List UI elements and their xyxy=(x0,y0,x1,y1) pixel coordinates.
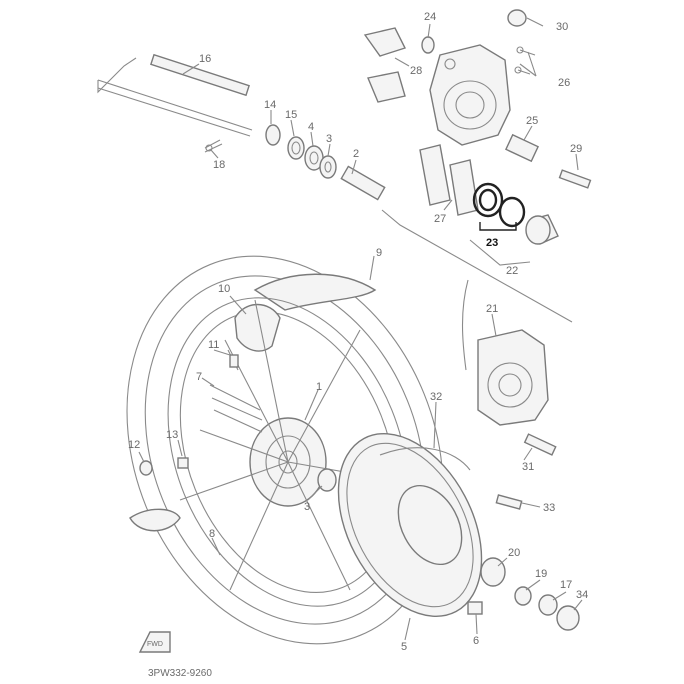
callout-14: 14 xyxy=(264,99,276,111)
curve-arrow xyxy=(461,279,469,371)
piston-seal-kit-23 xyxy=(472,182,526,231)
callout-21: 21 xyxy=(486,303,498,315)
callout-28: 28 xyxy=(410,65,422,77)
bolt-6 xyxy=(467,601,483,615)
fwd-label: FWD xyxy=(147,641,163,648)
bolt-29 xyxy=(558,169,592,189)
spokes xyxy=(179,299,391,591)
leader-22 xyxy=(469,239,531,266)
brake-disc-5 xyxy=(337,433,483,617)
oil-seal-15 xyxy=(287,136,305,160)
callout-12: 12 xyxy=(128,439,140,451)
diagram-caption: 3PW332-9260 xyxy=(148,668,212,679)
callout-33: 33 xyxy=(543,502,555,514)
spacer-2 xyxy=(340,165,386,201)
bolt-25 xyxy=(505,133,539,163)
callout-3-upper: 3 xyxy=(326,133,332,145)
callout-19: 19 xyxy=(535,568,547,580)
bearing-4 xyxy=(304,145,324,171)
callout-labels: 1 2 3 3 4 5 6 7 8 9 10 11 12 13 14 15 16… xyxy=(128,11,588,653)
gear-unit-20 xyxy=(480,557,506,587)
callout-16: 16 xyxy=(199,53,211,65)
callout-11: 11 xyxy=(208,339,219,351)
axle xyxy=(97,53,253,137)
pad-support-28 xyxy=(363,27,406,103)
collar-14 xyxy=(265,124,281,146)
bolt-31 xyxy=(523,433,557,456)
disc-cover-32 xyxy=(379,447,471,471)
callout-30: 30 xyxy=(556,21,568,33)
callout-29: 29 xyxy=(570,143,582,155)
rim-8 xyxy=(167,297,409,607)
callout-8: 8 xyxy=(209,528,215,540)
callout-24: 24 xyxy=(424,11,436,23)
leader-lines xyxy=(138,17,583,641)
callout-4: 4 xyxy=(308,121,314,133)
callout-27: 27 xyxy=(434,213,446,225)
cotter-pin-18 xyxy=(204,139,223,153)
bearing-3-lower xyxy=(317,468,337,492)
callout-2: 2 xyxy=(353,148,359,160)
pin-26 xyxy=(514,46,536,75)
piston-22 xyxy=(525,214,559,245)
callout-17: 17 xyxy=(560,579,572,591)
callout-31: 31 xyxy=(522,461,534,473)
spoke-set-7 xyxy=(209,384,263,433)
fwd-arrow-icon: FWD xyxy=(138,631,171,653)
collar-34 xyxy=(556,605,580,631)
tube-10 xyxy=(234,303,281,352)
callout-10: 10 xyxy=(218,283,230,295)
callout-1: 1 xyxy=(316,381,322,393)
callout-34: 34 xyxy=(576,589,588,601)
callout-13: 13 xyxy=(166,429,178,441)
collar-19 xyxy=(514,586,532,606)
caliper-assembly-21 xyxy=(477,329,549,426)
callout-22: 22 xyxy=(506,265,518,277)
callout-26: 26 xyxy=(558,77,570,89)
callout-3-lower: 3 xyxy=(304,501,310,513)
callout-32: 32 xyxy=(430,391,442,403)
callout-25: 25 xyxy=(526,115,538,127)
leader-bracket xyxy=(381,209,573,323)
washer-17 xyxy=(538,594,558,616)
callout-7: 7 xyxy=(196,371,202,383)
callout-20: 20 xyxy=(508,547,520,559)
callout-18: 18 xyxy=(213,159,225,171)
nipple-13 xyxy=(177,457,189,469)
callout-23: 23 xyxy=(486,237,498,249)
callout-9: 9 xyxy=(376,247,382,259)
bearing-3-upper xyxy=(319,155,337,179)
pads-27 xyxy=(419,144,479,216)
valve-11 xyxy=(227,349,239,371)
cap-30 xyxy=(507,9,527,27)
bolt-33 xyxy=(495,494,523,510)
callout-5: 5 xyxy=(401,641,407,653)
caliper-body xyxy=(429,44,511,146)
callout-15: 15 xyxy=(285,109,297,121)
callout-6: 6 xyxy=(473,635,479,647)
bolt-24 xyxy=(421,36,435,54)
band-12 xyxy=(129,460,181,532)
